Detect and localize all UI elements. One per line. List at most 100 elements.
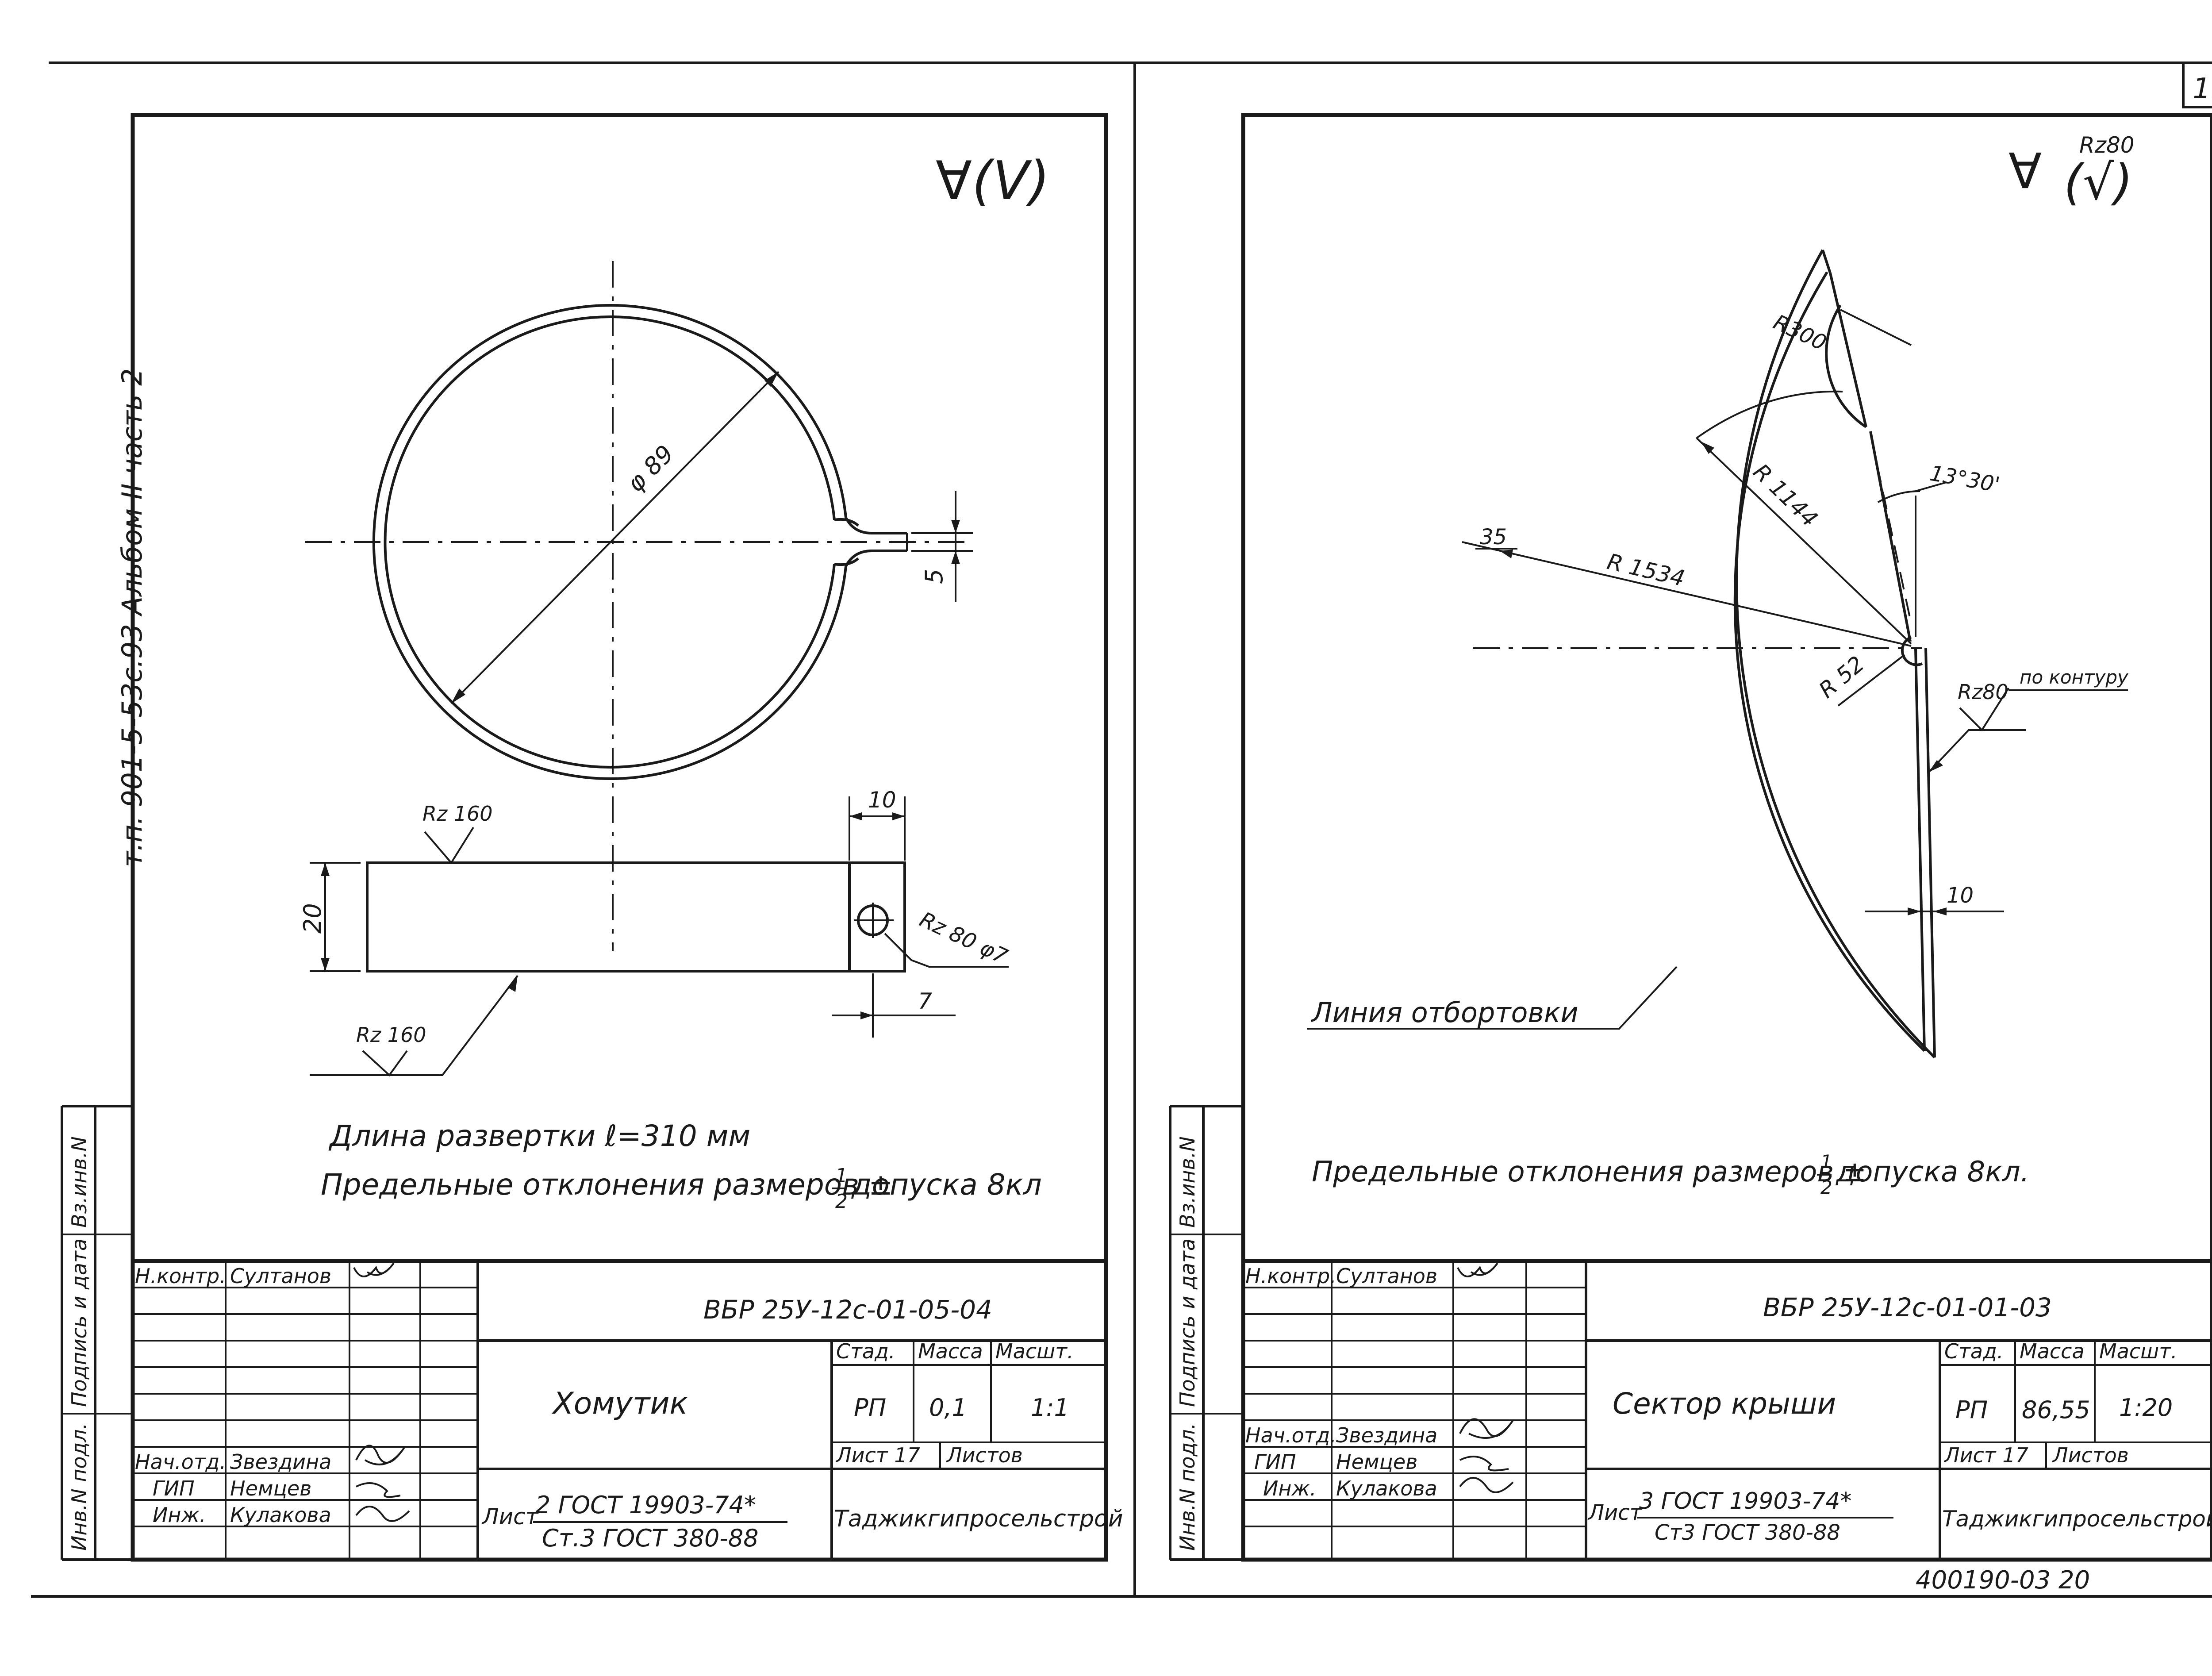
- right-role-nkontr: Н.контр.: [1245, 1264, 1336, 1288]
- hole-roughness-label: Rz 80 φ7: [916, 907, 1012, 969]
- left-signature-4: [355, 1506, 410, 1522]
- right-tolerance-num: 1: [1820, 1151, 1832, 1172]
- right-scale-value: 1:20: [2119, 1394, 2173, 1422]
- right-bottom-code: 400190-03 20: [1916, 1566, 2090, 1595]
- angle-label: 13°30': [1928, 461, 2002, 498]
- right-sheet-label: Лист 17: [1943, 1443, 2028, 1467]
- dim-35-label: 35: [1480, 525, 1507, 550]
- left-sheets-label: Листов: [946, 1443, 1023, 1467]
- left-mass-header: Масса: [918, 1339, 983, 1363]
- right-stamp-sign: Подпись и дата: [1175, 1238, 1199, 1407]
- left-stage-value: РП: [854, 1394, 886, 1422]
- left-sheet-label: Лист 17: [835, 1443, 920, 1467]
- right-surface-mark-paren: (√): [2064, 154, 2133, 211]
- right-surface-mark: ∀: [2008, 143, 2042, 200]
- right-scale-header: Масшт.: [2099, 1339, 2177, 1363]
- left-role-gip: ГИП: [153, 1476, 195, 1500]
- right-role-inzh: Инж.: [1263, 1476, 1317, 1500]
- page-number: 19: [2193, 73, 2212, 105]
- bottom-roughness-label: Rz 160: [356, 1023, 426, 1047]
- right-stage-header: Стад.: [1944, 1339, 2004, 1363]
- r52-label: R 52: [1814, 651, 1869, 703]
- right-tolerance-prefix: Предельные отклонения размеров ±: [1312, 1156, 1866, 1188]
- left-designation: ВБР 25У-12с-01-05-04: [703, 1295, 992, 1325]
- left-signature-2: [355, 1445, 406, 1465]
- diameter-label: φ 89: [622, 440, 679, 497]
- left-organization: Таджикгипросельстрой: [834, 1506, 1123, 1532]
- contour-roughness-text: по контуру: [2020, 666, 2129, 688]
- right-person-nemtsev: Немцев: [1336, 1450, 1417, 1474]
- left-person-zvezdina: Звездина: [230, 1450, 331, 1474]
- r1144-label: R 1144: [1748, 459, 1823, 532]
- left-tolerance-note: Предельные отклонения размеров ± 1 2 доп…: [321, 1165, 1042, 1213]
- roof-sector: R300 R 1144 R 1534 R 52 35 13°30' Rz80 п…: [1307, 249, 2129, 1059]
- clamp-ring: φ 89 5: [305, 261, 973, 951]
- right-person-sultanov: Султанов: [1336, 1264, 1437, 1288]
- right-signature-3: [1459, 1456, 1509, 1472]
- hole-edge-label: 7: [918, 988, 932, 1014]
- right-person-kulakova: Кулакова: [1336, 1476, 1437, 1500]
- left-stage-header: Стад.: [836, 1339, 895, 1363]
- top-roughness-label: Rz 160: [422, 802, 493, 826]
- left-stamp-inv: Инв.N подл.: [67, 1423, 91, 1551]
- left-role-inzh: Инж.: [153, 1503, 206, 1527]
- right-sheets-label: Листов: [2052, 1443, 2129, 1467]
- right-tolerance-den: 2: [1820, 1176, 1832, 1198]
- left-role-nkontr: Н.контр.: [135, 1264, 226, 1288]
- right-part-name: Сектор крыши: [1613, 1387, 1836, 1421]
- right-role-nachotd: Нач.отд.: [1245, 1423, 1336, 1447]
- left-surface-mark: ∀(V): [936, 150, 1050, 212]
- left-signature-1: [353, 1262, 395, 1277]
- height-dimension-label: 20: [299, 903, 326, 934]
- right-stamp-vz: Вз.инв.N: [1175, 1136, 1199, 1228]
- left-scale-header: Масшт.: [995, 1339, 1074, 1363]
- right-material-line1: 3 ГОСТ 19903-74*: [1639, 1488, 1851, 1515]
- right-designation: ВБР 25У-12с-01-01-03: [1763, 1292, 2052, 1322]
- gap-dimension-label: 5: [920, 569, 948, 584]
- left-material-line2: Ст.3 ГОСТ 380-88: [542, 1524, 759, 1552]
- right-signature-2: [1459, 1418, 1514, 1439]
- right-surface-mark-rz: Rz80: [2079, 132, 2135, 158]
- right-frame: [1241, 113, 2212, 1562]
- left-signature-3: [356, 1482, 401, 1498]
- left-stamp-sign: Подпись и дата: [67, 1238, 91, 1407]
- right-organization: Таджикгипросельстрой: [1942, 1506, 2212, 1532]
- right-mass-header: Масса: [2020, 1339, 2085, 1363]
- left-stamp-vz: Вз.инв.N: [67, 1136, 91, 1228]
- left-part-name: Хомутик: [552, 1386, 688, 1421]
- dim-10-label: 10: [1947, 883, 1974, 908]
- right-tolerance-suffix: допуска 8кл.: [1836, 1156, 2029, 1188]
- clamp-strip-view: 20 10 7 Rz 80 φ7 Rz 160 Rz 160: [299, 787, 1012, 1076]
- left-sheet: т.п. 901-5-53с.93 Альбом II часть 2 ∀(V)…: [61, 113, 1123, 1562]
- left-tolerance-num: 1: [835, 1165, 848, 1187]
- right-person-zvezdina: Звездина: [1336, 1423, 1437, 1447]
- diameter-dimension-line: [450, 371, 780, 704]
- left-person-nemtsev: Немцев: [230, 1476, 311, 1500]
- left-mass-value: 0,1: [929, 1394, 967, 1422]
- left-length-note: Длина развертки ℓ=310 мм: [328, 1119, 750, 1153]
- left-side-label: т.п. 901-5-53с.93 Альбом II часть 2: [116, 368, 148, 867]
- left-title-block: Н.контр. Султанов Нач.отд. Звездина ГИП …: [133, 1259, 1123, 1560]
- right-material-line2: Ст3 ГОСТ 380-88: [1655, 1520, 1840, 1545]
- page-frame: 19: [31, 62, 2212, 1598]
- left-tolerance-suffix: допуска 8кл: [851, 1168, 1042, 1202]
- right-title-block: Н.контр. Султанов Нач.отд. Звездина ГИП …: [1243, 1259, 2212, 1560]
- right-mass-value: 86,55: [2022, 1396, 2090, 1424]
- left-tolerance-den: 2: [835, 1190, 848, 1213]
- right-sheet: ∀ Rz80 (√): [1169, 113, 2212, 1595]
- contour-roughness-label: Rz80: [1958, 680, 2008, 704]
- left-scale-value: 1:1: [1031, 1394, 1069, 1422]
- right-stage-value: РП: [1955, 1396, 1988, 1424]
- hole-offset-label: 10: [868, 787, 896, 813]
- flange-line-label: Линия отбортовки: [1311, 996, 1578, 1029]
- right-material-prefix: Лист: [1587, 1500, 1643, 1525]
- left-material-prefix: Лист: [481, 1504, 539, 1530]
- left-material-line1: 2 ГОСТ 19903-74*: [535, 1491, 756, 1519]
- left-frame: [131, 113, 1108, 1562]
- left-person-sultanov: Султанов: [230, 1264, 331, 1288]
- right-stamp-inv: Инв.N подл.: [1175, 1423, 1199, 1551]
- left-stamp-columns: Инв.N подл. Подпись и дата Вз.инв.N: [61, 1105, 133, 1561]
- left-tolerance-prefix: Предельные отклонения размеров ±: [321, 1168, 893, 1202]
- right-signature-1: [1457, 1262, 1498, 1277]
